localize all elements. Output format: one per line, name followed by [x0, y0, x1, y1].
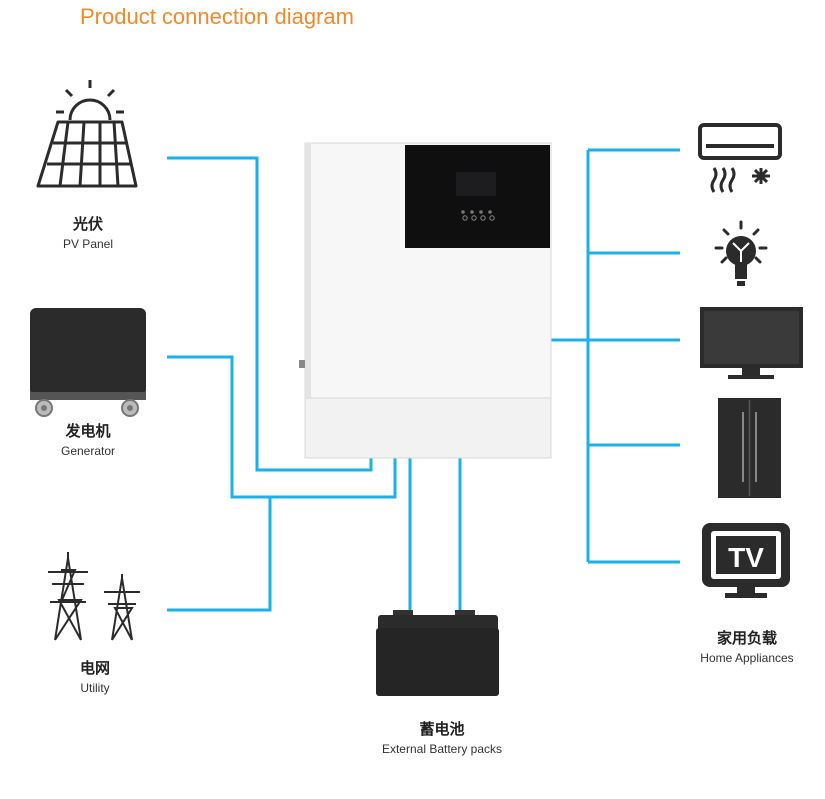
inverter-icon [299, 142, 552, 459]
solar-panel-icon [36, 80, 138, 188]
light-bulb-icon [714, 220, 768, 286]
generator-label-zh: 发电机 [65, 422, 111, 440]
monitor-icon [700, 307, 803, 379]
appliances-label: 家用负载 Home Appliances [647, 627, 825, 665]
wire-generator [167, 355, 397, 499]
utility-label-zh: 电网 [79, 659, 110, 677]
pv-label: 光伏 PV Panel [0, 213, 188, 251]
wire-pv [167, 156, 373, 472]
battery-label-en: External Battery packs [381, 742, 503, 756]
connection-wires [167, 148, 680, 612]
pv-label-zh: 光伏 [72, 215, 103, 233]
generator-icon [30, 308, 146, 417]
utility-label: 电网 Utility [0, 657, 195, 695]
power-tower-icon [48, 552, 140, 641]
refrigerator-icon [718, 398, 781, 498]
appliances-label-zh: 家用负载 [716, 629, 777, 647]
battery-label: 蓄电池 External Battery packs [342, 718, 542, 756]
utility-label-en: Utility [80, 681, 110, 695]
battery-icon [376, 610, 499, 696]
generator-label-en: Generator [60, 444, 116, 458]
battery-label-zh: 蓄电池 [419, 720, 465, 738]
wire-utility [167, 497, 272, 612]
generator-label: 发电机 Generator [0, 420, 188, 458]
air-conditioner-icon [698, 123, 782, 193]
tv-icon: TV [702, 523, 790, 598]
tv-text: TV [728, 542, 764, 573]
pv-label-en: PV Panel [62, 237, 114, 251]
appliances-label-en: Home Appliances [700, 651, 794, 665]
diagram-title: Product connection diagram [80, 4, 354, 29]
